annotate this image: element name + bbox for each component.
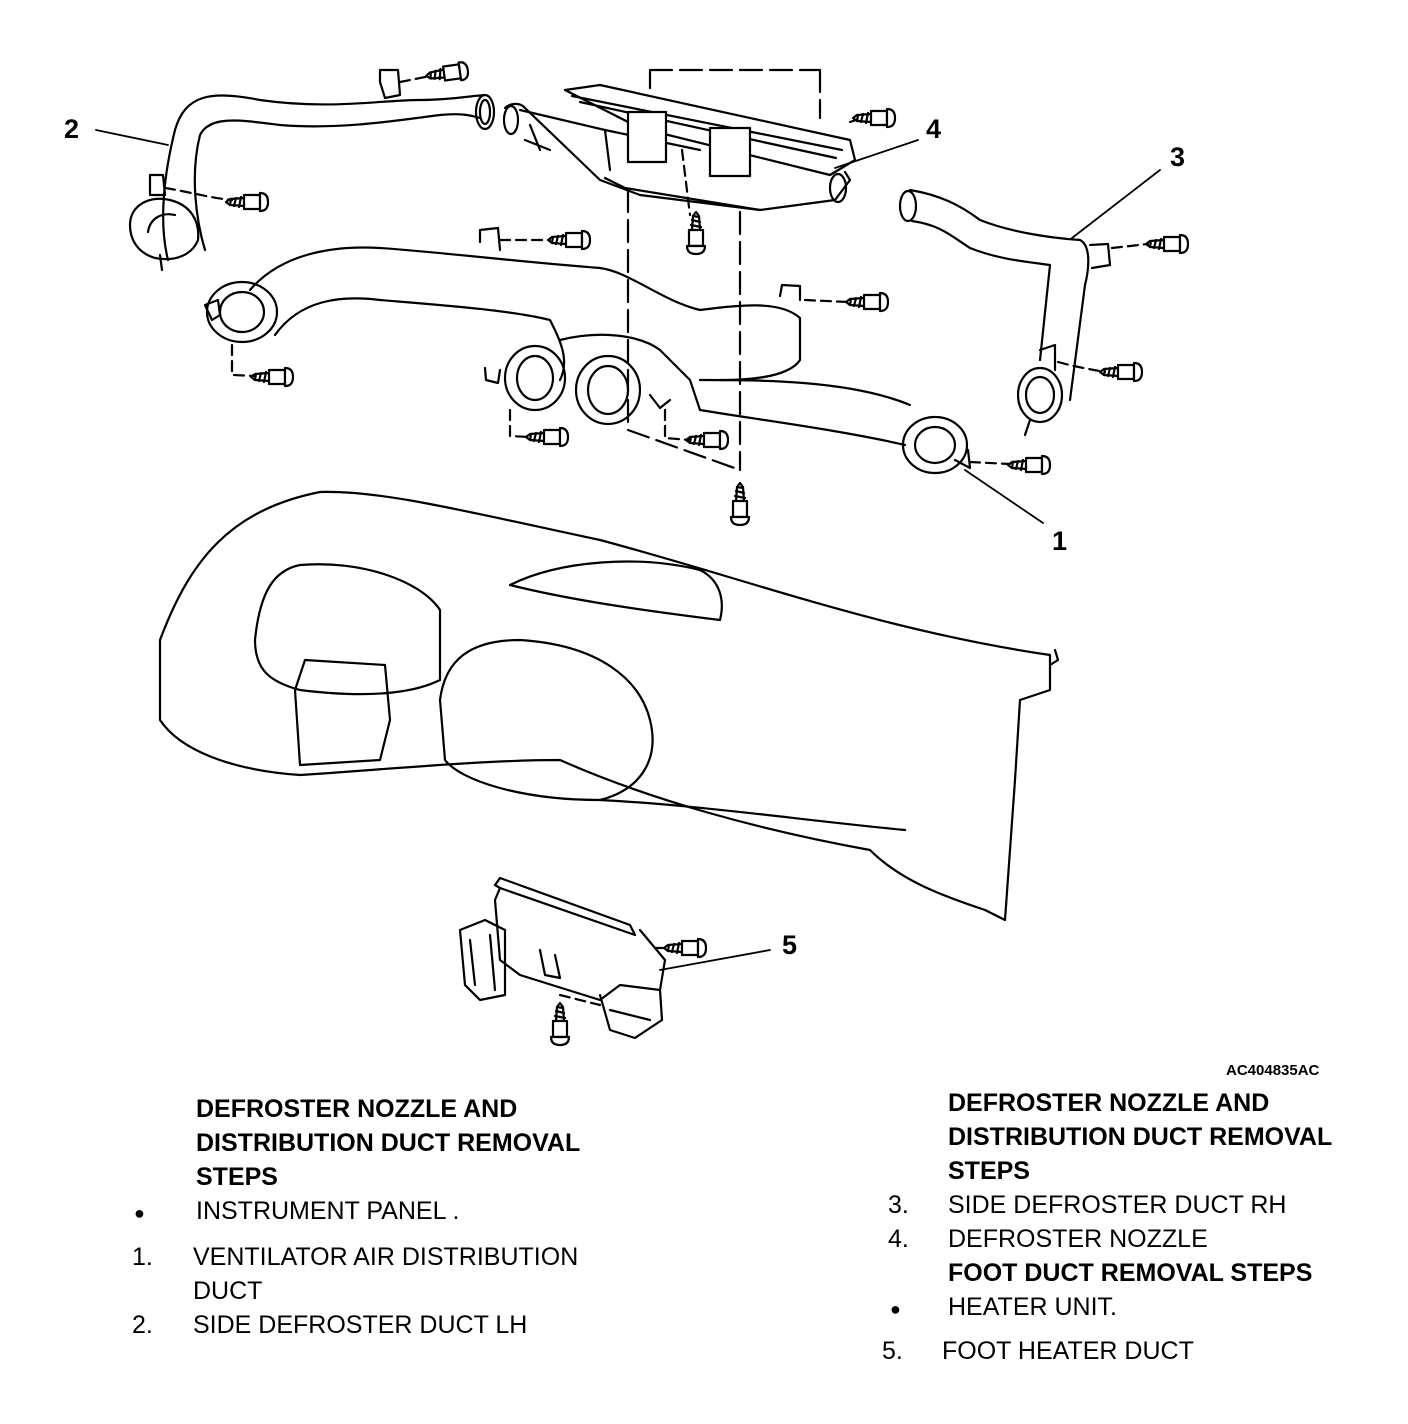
- left-prereq-row: ● INSTRUMENT PANEL .: [134, 1194, 696, 1228]
- right-prereq-row: ● HEATER UNIT.: [890, 1290, 1403, 1324]
- right-item-5: 5. FOOT HEATER DUCT: [882, 1334, 1403, 1368]
- right-bullet: ●: [890, 1299, 901, 1319]
- right-prereq: HEATER UNIT.: [948, 1293, 1117, 1321]
- left-item-2-line-1: SIDE DEFROSTER DUCT LH: [193, 1311, 528, 1339]
- left-item-1-line-1: VENTILATOR AIR DISTRIBUTION: [193, 1243, 579, 1271]
- figure-id: AC404835AC: [1226, 1062, 1320, 1079]
- left-heading-line-1: DEFROSTER NOZZLE AND: [196, 1095, 518, 1123]
- left-heading-line-3: STEPS: [196, 1163, 278, 1191]
- leader-lines: [95, 129, 1161, 971]
- left-heading-line-2: DISTRIBUTION DUCT REMOVAL: [196, 1129, 581, 1157]
- right-item-3-num: 3.: [888, 1191, 909, 1219]
- ventilator-air-distribution-duct: [203, 226, 972, 475]
- callout-5: 5: [782, 930, 798, 960]
- right-item-4-num: 4.: [888, 1225, 909, 1253]
- right-removal-steps: DEFROSTER NOZZLE AND DISTRIBUTION DUCT R…: [882, 1086, 1403, 1368]
- screw-lead-2b: [163, 186, 234, 202]
- foot-heater-duct: [458, 876, 667, 1040]
- left-removal-steps: DEFROSTER NOZZLE AND DISTRIBUTION DUCT R…: [132, 1092, 696, 1342]
- right-item-4: 4. DEFROSTER NOZZLE: [888, 1222, 1403, 1256]
- exploded-view-drawing: [95, 60, 1190, 1047]
- foot-duct-heading: FOOT DUCT REMOVAL STEPS: [948, 1259, 1313, 1287]
- left-prereq: INSTRUMENT PANEL .: [196, 1197, 460, 1225]
- callout-3: 3: [1170, 142, 1186, 172]
- callout-2: 2: [64, 114, 80, 144]
- side-defroster-duct-lh: [128, 68, 496, 272]
- right-heading-line-3: STEPS: [948, 1157, 1030, 1185]
- left-item-1-line-2: DUCT: [193, 1277, 263, 1305]
- left-item-1-num: 1.: [132, 1243, 153, 1271]
- screw-lead-2a: [398, 74, 432, 84]
- left-bullet: ●: [134, 1203, 145, 1223]
- left-item-2: 2. SIDE DEFROSTER DUCT LH: [132, 1308, 696, 1342]
- callout-1: 1: [1052, 526, 1068, 556]
- side-defroster-duct-rh: [898, 188, 1112, 437]
- right-heading-line-2: DISTRIBUTION DUCT REMOVAL: [948, 1123, 1333, 1151]
- left-item-1: 1. VENTILATOR AIR DISTRIBUTION DUCT: [132, 1240, 696, 1308]
- right-item-3: 3. SIDE DEFROSTER DUCT RH: [888, 1188, 1403, 1222]
- right-heading-line-1: DEFROSTER NOZZLE AND: [948, 1089, 1270, 1117]
- right-item-3-text: SIDE DEFROSTER DUCT RH: [948, 1191, 1287, 1219]
- left-item-2-num: 2.: [132, 1311, 153, 1339]
- right-item-4-text: DEFROSTER NOZZLE: [948, 1225, 1208, 1253]
- callout-4: 4: [926, 114, 942, 144]
- instrument-panel-outline: [158, 490, 1060, 922]
- right-item-5-num: 5.: [882, 1337, 903, 1365]
- right-item-5-text: FOOT HEATER DUCT: [942, 1337, 1194, 1365]
- defroster-nozzle: [502, 68, 857, 212]
